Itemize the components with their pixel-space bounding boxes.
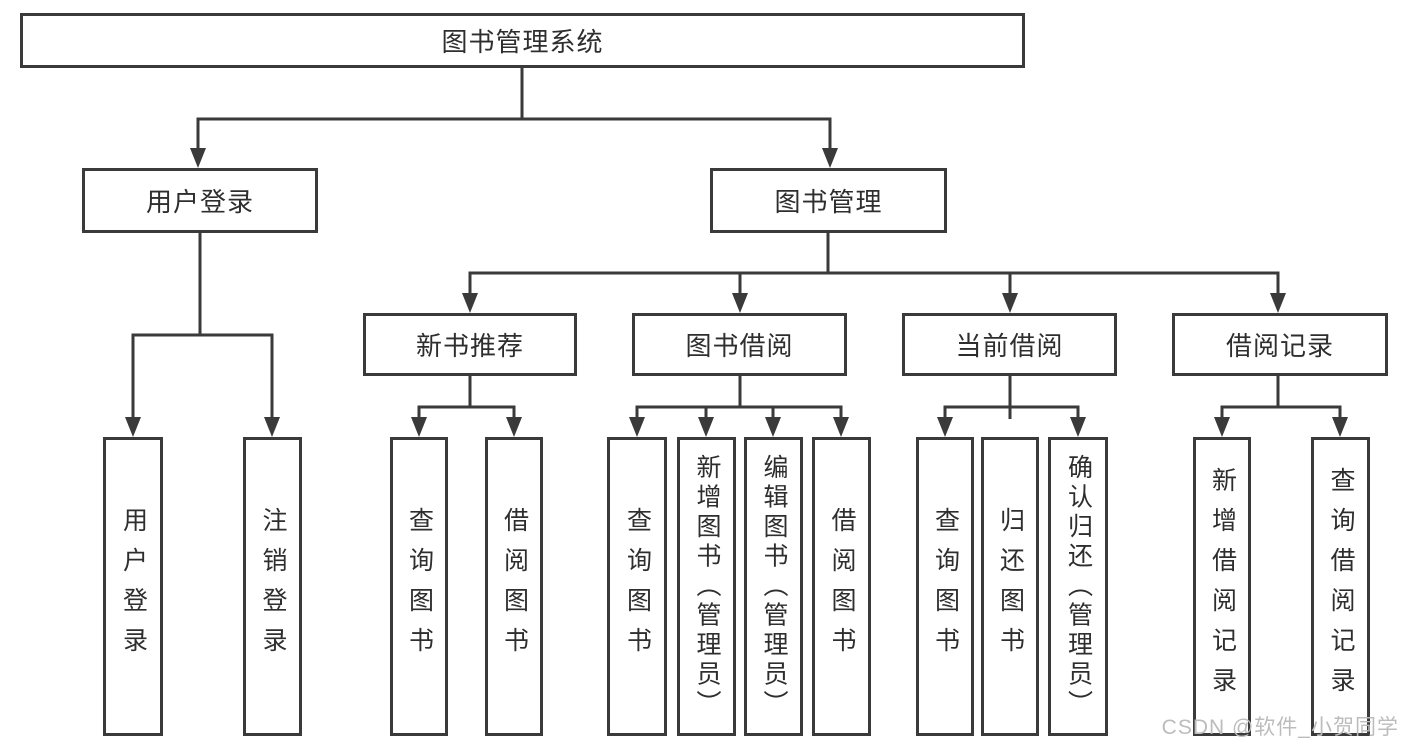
leaf-borrow-books-label: 借阅图书 xyxy=(828,506,856,667)
leaf-add-borrow-record-label: 新增借阅记录 xyxy=(1208,466,1237,707)
node-book-management: 图书管理 xyxy=(710,168,947,233)
node-new-book-recommend: 新书推荐 xyxy=(363,313,577,376)
csdn-watermark: CSDN @软件_小贺同学 xyxy=(1161,716,1399,739)
node-borrowing-records: 借阅记录 xyxy=(1172,313,1388,376)
node-user-login-label: 用户登录 xyxy=(145,187,254,217)
leaf-borrow-books: 借阅图书 xyxy=(812,437,871,736)
leaf-confirm-return-admin: 确认归还（管理员） xyxy=(1048,437,1108,736)
leaf-add-books-admin: 新增图书（管理员） xyxy=(677,437,736,736)
leaf-logout: 注销登录 xyxy=(243,437,302,736)
leaf-query-books: 查询图书 xyxy=(607,437,667,736)
leaf-add-books-admin-label: 新增图书（管理员） xyxy=(693,453,721,720)
node-user-login: 用户登录 xyxy=(82,168,318,233)
node-new-book-recommend-label: 新书推荐 xyxy=(415,331,524,361)
leaf-query-books: 查询图书 xyxy=(390,437,448,736)
leaf-edit-books-admin: 编辑图书（管理员） xyxy=(744,437,803,736)
leaf-user-login-label: 用户登录 xyxy=(119,506,148,667)
leaf-query-books-label: 查询图书 xyxy=(931,506,960,667)
leaf-query-borrow-record: 查询借阅记录 xyxy=(1311,437,1370,736)
node-current-borrowing: 当前借阅 xyxy=(902,313,1117,376)
leaf-add-borrow-record: 新增借阅记录 xyxy=(1193,437,1251,736)
leaf-return-books: 归还图书 xyxy=(981,437,1039,736)
leaf-confirm-return-admin-label: 确认归还（管理员） xyxy=(1064,453,1093,720)
node-borrowing-records-label: 借阅记录 xyxy=(1225,331,1334,361)
node-library-system-label: 图书管理系统 xyxy=(441,27,604,57)
node-current-borrowing-label: 当前借阅 xyxy=(955,331,1064,361)
leaf-query-books-label: 查询图书 xyxy=(405,506,434,667)
node-library-system: 图书管理系统 xyxy=(20,13,1025,68)
leaf-return-books-label: 归还图书 xyxy=(996,506,1025,667)
leaf-borrow-books-label: 借阅图书 xyxy=(500,506,529,667)
leaf-user-login: 用户登录 xyxy=(103,437,163,736)
leaf-borrow-books: 借阅图书 xyxy=(485,437,543,736)
leaf-query-books-label: 查询图书 xyxy=(623,506,652,667)
node-book-borrowing-label: 图书借阅 xyxy=(685,331,794,361)
leaf-query-borrow-record-label: 查询借阅记录 xyxy=(1327,466,1355,707)
leaf-edit-books-admin-label: 编辑图书（管理员） xyxy=(760,453,788,720)
node-book-management-label: 图书管理 xyxy=(774,187,883,217)
leaf-query-books: 查询图书 xyxy=(916,437,974,736)
node-book-borrowing: 图书借阅 xyxy=(632,313,847,376)
leaf-logout-label: 注销登录 xyxy=(259,506,287,667)
